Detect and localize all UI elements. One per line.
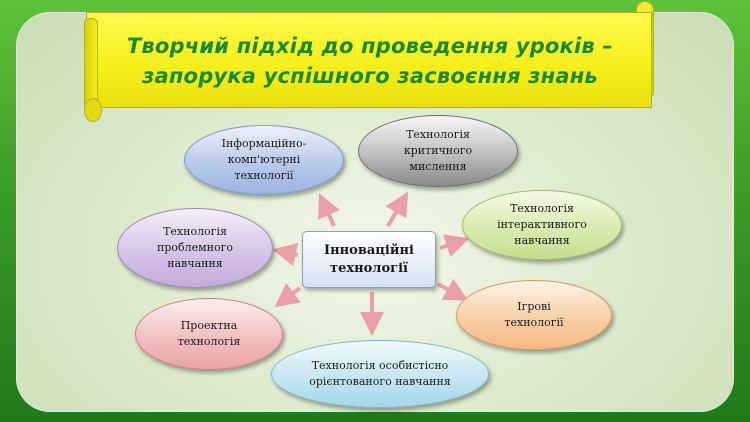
- node-prob-line-2: проблемного: [156, 241, 233, 254]
- node-prob-line-3: навчання: [167, 257, 223, 270]
- arrow-to-game: [437, 278, 469, 301]
- title-line-1: Творчий підхід до проведення уроків –: [126, 34, 614, 58]
- node-problem-learning: Технологія проблемного навчання: [117, 208, 273, 288]
- node-proj-line-1: Проектна: [180, 319, 238, 332]
- title-banner: [86, 12, 652, 108]
- center-line-1: Інноваційні: [324, 242, 414, 258]
- node-game-technologies: Ігрові технології: [456, 280, 612, 350]
- node-crit-line-1: Технологія: [406, 128, 470, 141]
- node-critical-thinking: Технологія критичного мислення: [358, 115, 518, 187]
- node-interactive-learning: Технологія інтерактивного навчання: [462, 190, 622, 260]
- arrow-to-proj: [274, 283, 302, 308]
- title-line-2: запорука успішного засвоєння знань: [142, 64, 598, 88]
- node-game-line-1: Ігрові: [517, 300, 551, 313]
- node-pers-line-2: орієнтованого навчання: [309, 375, 451, 388]
- node-info-line-1: Інформаційно-: [221, 137, 307, 150]
- node-inter-line-1: Технологія: [510, 202, 574, 215]
- center-line-2: технології: [330, 260, 408, 276]
- node-project-technology: Проектна технологія: [135, 298, 283, 370]
- arrow-to-prob: [272, 242, 299, 267]
- node-crit-line-2: критичного: [403, 144, 473, 157]
- node-inter-line-3: навчання: [514, 234, 570, 247]
- scroll-curl-bottom: [84, 98, 102, 122]
- node-info-line-2: комп'ютерні: [227, 153, 301, 166]
- node-crit-line-3: мислення: [409, 160, 467, 173]
- arrow-to-inter: [439, 234, 470, 258]
- node-info-line-3: технології: [234, 169, 294, 182]
- node-game-line-2: технології: [504, 316, 564, 329]
- arrow-to-crit: [385, 191, 409, 228]
- arrow-to-info: [318, 193, 340, 227]
- node-personal-oriented-learning: Технологія особистісно орієнтованого нав…: [271, 340, 489, 408]
- node-info-technologies: Інформаційно- комп'ютерні технології: [184, 125, 344, 195]
- node-inter-line-2: інтерактивного: [497, 218, 587, 231]
- node-proj-line-2: технологія: [177, 335, 241, 348]
- node-prob-line-1: Технологія: [163, 225, 227, 238]
- node-pers-line-1: Технологія особистісно: [311, 359, 449, 372]
- center-innovative-technologies: Інноваційні технології: [302, 231, 436, 288]
